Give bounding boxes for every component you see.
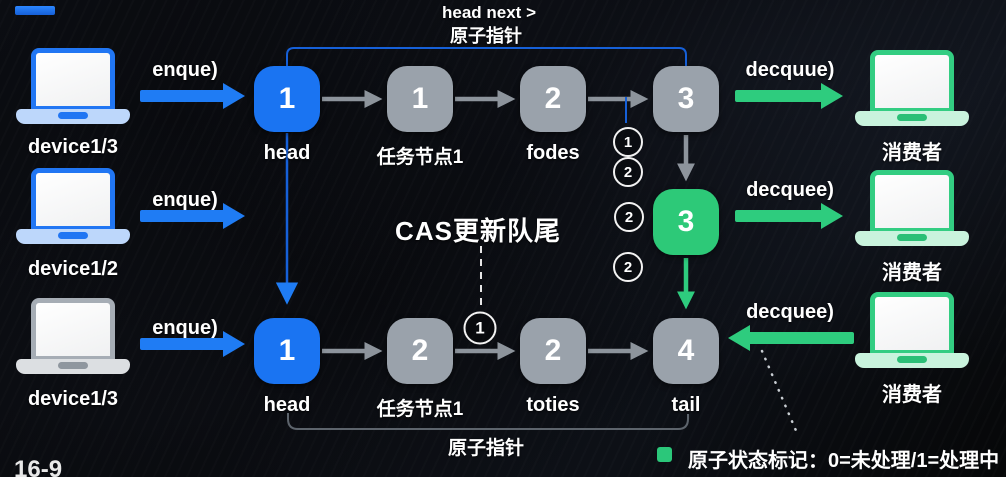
node-label: toties	[526, 394, 580, 416]
consumer-laptop-icon	[855, 50, 969, 128]
node-label-tail: tail	[671, 394, 701, 416]
consumer-label: 消费者	[882, 384, 942, 406]
processing-node-green: 3	[653, 189, 719, 255]
atomic-pointer-bottom-label: 原子指针	[447, 438, 525, 459]
enqueue-label: enque)	[152, 317, 218, 339]
legend-green-square-icon	[657, 447, 672, 462]
producer-label: device1/3	[27, 388, 119, 410]
laptop-notch	[58, 362, 88, 369]
laptop-notch	[58, 112, 88, 119]
enqueue-label: enque)	[152, 59, 218, 81]
node-value: 3	[677, 205, 695, 238]
step-marker-4: 2	[613, 252, 643, 282]
legend-leader-line	[760, 349, 799, 435]
consumer-label: 消费者	[882, 262, 942, 284]
node-label-head-bottom: head	[263, 394, 311, 416]
node-label-head-top: head	[263, 142, 311, 164]
dequeue-arrow	[735, 83, 843, 109]
laptop-screen	[31, 298, 115, 361]
node-label: 任务节点1	[376, 147, 464, 168]
laptop-notch	[897, 356, 927, 363]
atomic-pointer-top-label: 原子指针	[450, 26, 522, 46]
laptop-screen	[870, 292, 954, 355]
producer-laptop-icon	[16, 48, 130, 126]
dequeue-arrow-left	[728, 325, 854, 351]
node-label: 任务节点1	[376, 399, 464, 420]
step-marker-1: 1	[613, 127, 643, 157]
node-value: 2	[411, 334, 429, 367]
cas-step-marker: 1	[463, 311, 497, 345]
dequeue-label: decquue)	[745, 59, 835, 81]
queue-node-head-top: 1	[254, 66, 320, 132]
enqueue-arrow	[140, 203, 245, 229]
dequeue-label: decquee)	[746, 301, 834, 323]
atomic-pointer-bracket	[287, 413, 689, 430]
cas-update-tail-label: CAS更新队尾	[395, 216, 561, 246]
node-value: 2	[544, 82, 562, 115]
queue-node-tail: 4	[653, 318, 719, 384]
queue-node: 3	[653, 66, 719, 132]
node-value: 4	[677, 334, 695, 367]
head-next-label: head next >	[441, 3, 537, 22]
queue-node: 2	[520, 66, 586, 132]
enqueue-arrow	[140, 331, 245, 357]
consumer-label: 消费者	[882, 142, 942, 164]
laptop-notch	[897, 114, 927, 121]
node-value: 1	[411, 82, 429, 115]
producer-laptop-icon	[16, 168, 130, 246]
legend-text: 原子状态标记：0=未处理/1=处理中	[688, 450, 1000, 472]
queue-node: 2	[387, 318, 453, 384]
step-marker-2: 2	[613, 157, 643, 187]
queue-node: 2	[520, 318, 586, 384]
laptop-screen	[870, 170, 954, 233]
node-label: fodes	[526, 142, 580, 164]
node-value: 1	[278, 82, 296, 115]
node-value: 1	[278, 334, 296, 367]
step-marker-3: 2	[614, 202, 644, 232]
head-next-bracket	[286, 47, 687, 66]
queue-node: 1	[387, 66, 453, 132]
consumer-laptop-icon	[855, 292, 969, 370]
producer-label: device1/2	[27, 258, 119, 280]
laptop-notch	[58, 232, 88, 239]
dequeue-arrow	[735, 203, 843, 229]
dequeue-label: decquee)	[746, 179, 834, 201]
node-value: 3	[677, 82, 695, 115]
laptop-notch	[897, 234, 927, 241]
laptop-screen	[870, 50, 954, 113]
laptop-screen	[31, 48, 115, 111]
enqueue-arrow	[140, 83, 245, 109]
queue-node-head-bottom: 1	[254, 318, 320, 384]
producer-label: device1/3	[27, 136, 119, 158]
consumer-laptop-icon	[855, 170, 969, 248]
node-value: 2	[544, 334, 562, 367]
enqueue-label: enque)	[152, 189, 218, 211]
corner-accent-bar	[15, 6, 55, 15]
laptop-screen	[31, 168, 115, 231]
watermark-text: 16-9	[14, 456, 63, 477]
producer-laptop-icon	[16, 298, 130, 376]
